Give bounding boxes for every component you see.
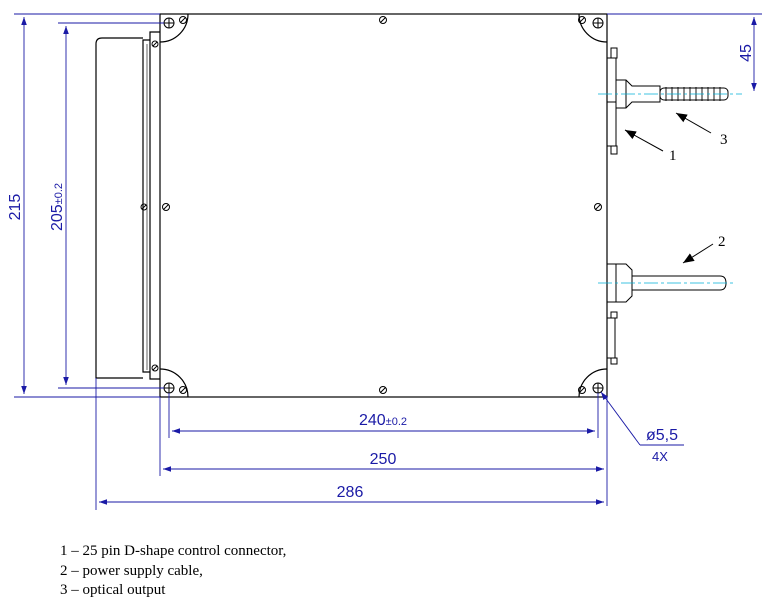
screw-icon — [179, 16, 187, 24]
screws — [140, 16, 602, 394]
legend: 1 – 25 pin D-shape control connector, 2 … — [60, 542, 286, 601]
dim-hole-count-label: 4X — [652, 449, 668, 464]
dim-height-total — [14, 13, 160, 398]
legend-item: 1 – 25 pin D-shape control connector, — [60, 543, 287, 559]
corner-arc-tl — [159, 13, 189, 43]
dim-width-total — [95, 378, 604, 510]
callout-2-arrow — [682, 243, 714, 264]
housing-outline — [159, 13, 608, 398]
screw-icon — [578, 16, 586, 24]
left-flange-inner — [142, 39, 150, 373]
power-cable — [598, 263, 734, 365]
dim-width-body-label: 250 — [370, 451, 397, 468]
mounting-holes — [163, 17, 604, 394]
callout-1-label: 1 — [669, 148, 677, 164]
dim-width-body — [159, 397, 608, 506]
callout-3-label: 3 — [720, 132, 728, 148]
screw-icon — [179, 386, 187, 394]
dim-height-total-label: 215 — [7, 194, 24, 221]
mounting-hole-tl — [163, 17, 175, 29]
screw-icon — [151, 364, 159, 372]
screw-icon — [140, 203, 148, 211]
callout-3-arrow — [675, 112, 712, 134]
optical-output — [598, 79, 742, 109]
dim-height-inner — [58, 22, 164, 389]
dim-width-total-label: 286 — [337, 484, 364, 501]
corner-arc-bl — [159, 368, 189, 398]
dim-width-holes-label: 240±0.2 — [359, 412, 407, 429]
callout-1-arrow — [624, 129, 664, 152]
screw-icon — [578, 386, 586, 394]
dim-hole-diameter-label: ø5,5 — [646, 427, 678, 444]
legend-item: 3 – optical output — [60, 582, 166, 598]
dim-height-inner-label: 205±0.2 — [49, 183, 66, 231]
callout-2-label: 2 — [718, 234, 726, 250]
legend-item: 2 – power supply cable, — [60, 562, 203, 579]
dim-width-holes — [168, 393, 599, 438]
screw-icon — [379, 386, 387, 394]
corner-arc-tr — [578, 13, 608, 43]
screw-icon — [594, 203, 602, 211]
mounting-hole-bl — [163, 382, 175, 394]
heatsink-plate — [95, 37, 143, 379]
dim-offset-top — [607, 13, 762, 91]
left-flange — [149, 31, 160, 380]
device-body — [95, 13, 608, 398]
screw-icon — [379, 16, 387, 24]
screw-icon — [151, 40, 159, 48]
mounting-hole-tr — [592, 17, 604, 29]
dim-hole-leader — [600, 391, 684, 446]
dim-offset-top-label: 45 — [738, 44, 755, 62]
mounting-hole-br — [592, 382, 604, 394]
callout-arrows — [624, 112, 714, 264]
screw-icon — [162, 203, 170, 211]
